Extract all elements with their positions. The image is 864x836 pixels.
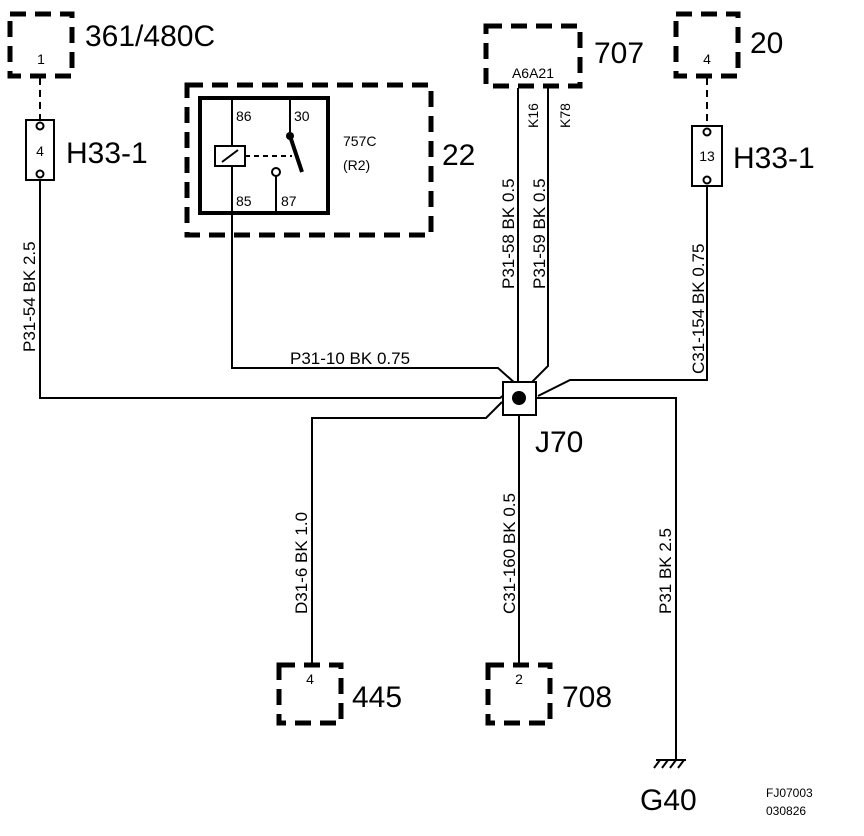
connector-box (7, 11, 75, 79)
pin-label: 2 (515, 671, 523, 687)
inline-connector-left: 4 H33-1 (25, 119, 148, 181)
wire-d31 (311, 401, 503, 665)
wire-p31 (536, 397, 677, 760)
pin-dot-top (702, 127, 712, 137)
relay-pin-30: 30 (294, 108, 310, 124)
inline-connector-right: 13 H33-1 (691, 125, 815, 187)
ground-hatch-1 (653, 759, 661, 769)
pin-label: 4 (306, 671, 314, 687)
connector-708: 2 708 (485, 662, 612, 726)
relay-name: 757C (343, 133, 376, 149)
splice-j70: J70 (502, 381, 583, 459)
connector-361-480c: 1 361/480C (7, 11, 215, 79)
wire-label-k78: K78 (557, 103, 573, 128)
connector-label: 708 (562, 681, 612, 714)
splice-label: J70 (535, 426, 583, 459)
footer-code: FJ07003 (766, 786, 813, 800)
connector-20: 4 20 (673, 11, 783, 79)
footer-date: 030826 (766, 804, 806, 818)
wire-label-p31-10: P31-10 BK 0.75 (290, 349, 410, 368)
relay-22: 86 30 85 87 757C (R2) 22 (184, 82, 475, 238)
connector-label: 361/480C (85, 20, 215, 53)
connector-box (483, 23, 583, 89)
connector-label: 707 (594, 37, 644, 70)
pin-dot-top (35, 121, 45, 131)
wire-right (537, 186, 708, 397)
relay-pin-86: 86 (236, 108, 252, 124)
relay-box-label: 22 (442, 139, 475, 172)
ground-g40: G40 (640, 759, 697, 817)
relay-sub: (R2) (343, 157, 370, 173)
splice-dot (512, 391, 526, 405)
relay-switch-arm (288, 135, 304, 173)
ground-hatch-3 (669, 759, 677, 769)
wire-label-c31-154: C31-154 BK 0.75 (689, 244, 708, 374)
pin-label: 1 (37, 51, 45, 67)
wire-label-d31-6: D31-6 BK 1.0 (292, 512, 311, 614)
wire-label-c31-160: C31-160 BK 0.5 (500, 493, 519, 614)
relay-coil-diagonal (221, 149, 239, 163)
relay-inner-box (198, 96, 330, 215)
pin-label: A6A21 (512, 65, 554, 81)
ground-label: G40 (640, 784, 697, 817)
wire-label-p31-54: P31-54 BK 2.5 (20, 241, 39, 352)
wire-label-k16: K16 (525, 103, 541, 128)
inline-label: H33-1 (733, 142, 815, 175)
ground-hatch-2 (661, 759, 669, 769)
connector-445: 4 445 (276, 662, 402, 726)
relay-87-contact (271, 167, 281, 177)
wire-label-p31-58: P31-58 BK 0.5 (499, 178, 518, 289)
relay-pin-85: 85 (236, 193, 252, 209)
wire-k78 (527, 88, 549, 387)
wire-relay-85 (231, 205, 517, 385)
connector-box (673, 11, 741, 79)
relay-outer-box (184, 82, 434, 238)
connector-707: A6A21 707 (483, 23, 644, 89)
relay-pin-87: 87 (281, 193, 297, 209)
connector-label: 445 (352, 681, 402, 714)
wire-label-p31-59: P31-59 BK 0.5 (530, 178, 549, 289)
wire-label-p31: P31 BK 2.5 (656, 528, 675, 614)
wires (39, 78, 708, 760)
inline-label: H33-1 (66, 137, 148, 170)
ground-hatch-4 (677, 759, 685, 769)
connector-box (485, 662, 553, 726)
pin-label: 4 (36, 143, 44, 159)
connector-box (276, 662, 344, 726)
pin-dot-bottom (702, 175, 712, 185)
pin-dot-bottom (35, 169, 45, 179)
pin-label: 13 (699, 148, 715, 164)
pin-label: 4 (703, 51, 711, 67)
connector-label: 20 (750, 27, 783, 60)
